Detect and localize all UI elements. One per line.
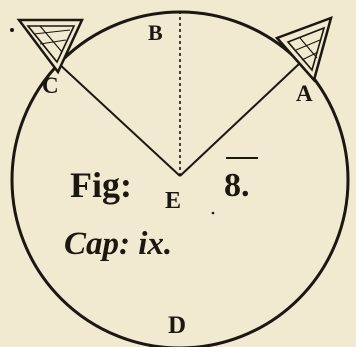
ink-dot — [10, 28, 14, 32]
chapter-caption: Cap: ix. — [64, 226, 172, 262]
point-label-c: C — [42, 73, 59, 98]
point-label-d: D — [168, 312, 186, 339]
line-ea — [179, 62, 301, 177]
fig-label: Fig: — [70, 165, 132, 205]
main-circle — [10, 10, 350, 347]
sight-vane-a-icon — [274, 15, 333, 83]
point-label-a: A — [296, 81, 313, 106]
line-ec — [57, 62, 181, 177]
sight-vane-c-icon — [16, 18, 84, 75]
ink-dot — [211, 211, 215, 215]
fig-number: 8. — [224, 167, 250, 204]
point-label-b: B — [148, 20, 163, 45]
point-label-e: E — [165, 188, 181, 214]
